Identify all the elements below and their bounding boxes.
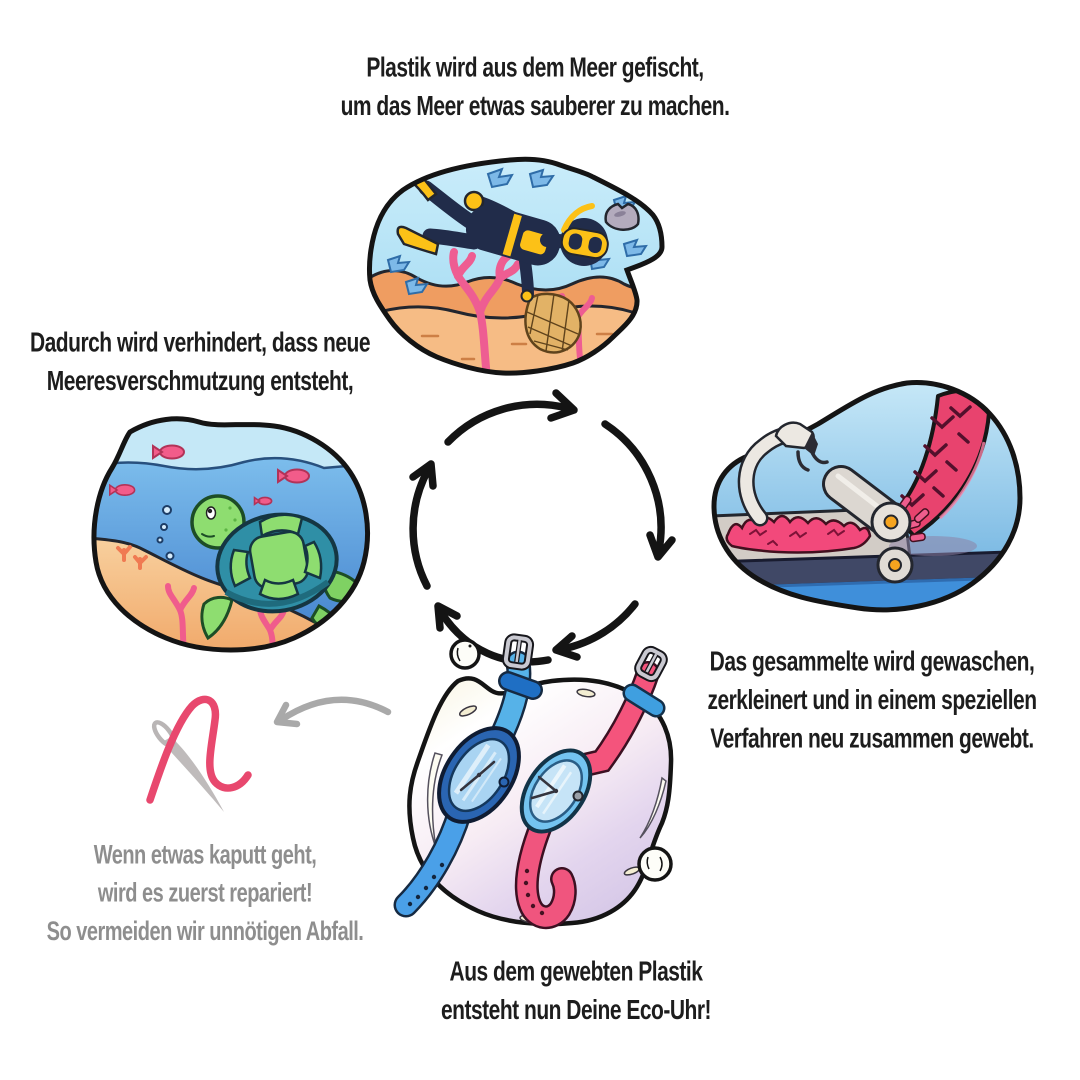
blue-watch <box>393 633 543 918</box>
caption-line: Plastik wird aus dem Meer gefischt, <box>366 52 704 84</box>
buckle-icon <box>501 633 535 671</box>
cycle-arrow-top <box>444 389 578 446</box>
dive-mask-icon <box>560 227 609 260</box>
caption-watch: Aus dem gewebten Plastik entsteht nun De… <box>276 953 876 1030</box>
small-bubble-icon <box>449 638 481 670</box>
caption-line: Meeresverschmutzung entsteht, <box>46 366 354 397</box>
turtle-scene-illustration <box>91 416 371 653</box>
caption-line: entsteht nun Deine Eco-Uhr! <box>440 995 712 1026</box>
caption-line: um das Meer etwas sauberer zu machen. <box>340 91 730 122</box>
cycle-arrow-right <box>601 420 676 561</box>
watch-hands <box>459 760 496 792</box>
caption-repair: Wenn etwas kaputt geht, wird es zuerst r… <box>0 837 410 952</box>
plastic-debris-icon <box>386 167 648 296</box>
caption-prevention: Dadurch wird verhindert, dass neue Meere… <box>0 324 400 401</box>
vignette-outline <box>367 156 665 376</box>
caption-line: So vermeiden wir unnötigen Abfall. <box>46 917 364 947</box>
strap-holes <box>523 868 545 916</box>
thread-icon <box>146 695 252 804</box>
robot-arm-icon <box>737 421 829 527</box>
shell-plates <box>229 513 323 601</box>
diver-scene-illustration <box>367 156 665 376</box>
weaving-machine-illustration <box>711 380 1023 613</box>
caption-fishing: Plastik wird aus dem Meer gefischt, um d… <box>235 49 835 126</box>
bubbles-icon <box>156 505 175 561</box>
crown-icon <box>572 790 584 802</box>
caption-line: Dadurch wird verhindert, dass neue <box>29 327 371 359</box>
coral-icon <box>116 545 148 570</box>
cycle-arrow-left <box>409 460 437 590</box>
fishing-net-icon <box>524 292 582 354</box>
plastic-bag-icon <box>604 202 640 231</box>
pink-watch <box>514 645 668 930</box>
fin-icon <box>396 225 440 256</box>
small-bubble-icon <box>637 846 673 882</box>
caption-line: Das gesammelte wird gewaschen, <box>709 646 1035 678</box>
snorkel-ball-icon <box>463 190 485 212</box>
vignette-outline <box>91 416 371 653</box>
strap-holes <box>407 862 445 907</box>
crown-icon <box>498 776 510 788</box>
fish-icon <box>108 444 310 506</box>
caption-line: Aus dem gewebten Plastik <box>449 956 703 988</box>
caption-weaving: Das gesammelte wird gewaschen, zerkleine… <box>672 643 1072 758</box>
caption-line: wird es zuerst repariert! <box>97 879 313 909</box>
caption-line: Wenn etwas kaputt geht, <box>93 840 317 870</box>
watch-hands <box>530 775 558 800</box>
scuba-diver-icon <box>396 159 609 303</box>
turtle-spots <box>224 506 237 532</box>
eco-watches-illustration <box>393 633 674 930</box>
caption-line: Verfahren neu zusammen gewebt. <box>710 723 1034 754</box>
caption-line: zerkleinert und in einem speziellen <box>707 685 1037 716</box>
buckle-icon <box>634 645 668 683</box>
watch-case <box>519 748 593 834</box>
sand-marks <box>420 332 614 361</box>
roller-icon <box>822 465 914 584</box>
needle-thread-icon <box>146 695 252 812</box>
needle-icon <box>162 737 224 812</box>
sand-floor <box>369 304 663 374</box>
sea-turtle-icon <box>190 494 368 641</box>
